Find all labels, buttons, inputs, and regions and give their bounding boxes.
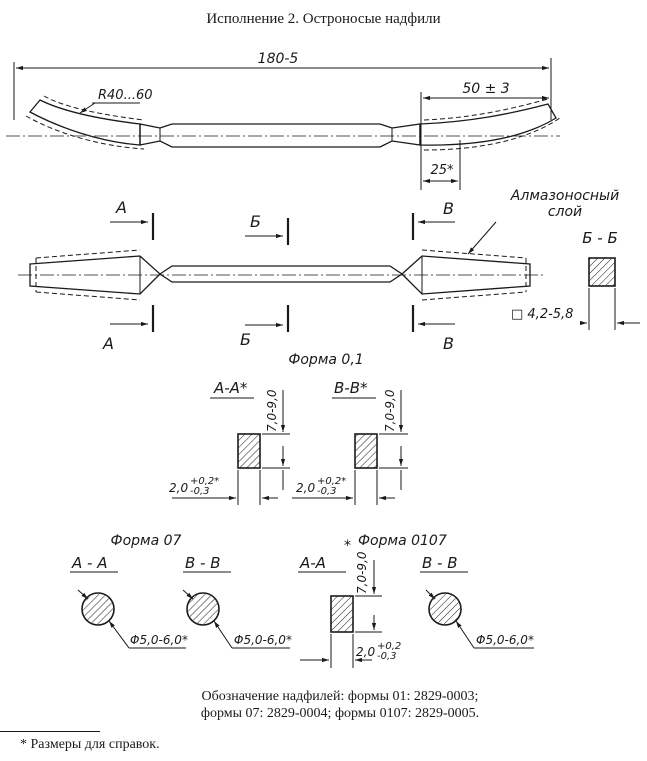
right-curved-tip	[419, 103, 557, 146]
form07-vv-title: В - В	[185, 554, 221, 572]
section-bb-title: Б - Б	[582, 229, 618, 247]
form0107-aa-tol-minus: -0,3	[377, 651, 397, 662]
diamond-layer-label-2: слой	[548, 204, 582, 220]
form07-section-vv	[182, 571, 290, 649]
section-mark-v-top: В	[443, 199, 454, 218]
form01-aa-width: 2,0	[169, 481, 188, 495]
form01-vv-tol-plus: +0,2*	[317, 476, 346, 487]
square-size-label: □ 4,2-5,8	[511, 307, 573, 322]
caption-line-2: формы 07: 2829-0004; формы 0107: 2829-00…	[200, 706, 480, 721]
form0107-aa-tol-plus: +0,2	[377, 641, 401, 652]
shank	[139, 123, 421, 148]
form0107-aa-width: 2,0	[356, 645, 375, 659]
caption-line-1: Обозначение надфилей: формы 01: 2829-000…	[201, 689, 479, 704]
form01-section-aa	[172, 390, 290, 505]
form01-aa-tol-plus: +0,2*	[190, 476, 219, 487]
front-shank	[158, 265, 404, 283]
front-view	[18, 213, 545, 332]
form01-vv-tol-minus: -0,3	[317, 486, 337, 497]
left-curved-tip	[28, 99, 141, 146]
tip-offset-label: 25*	[430, 163, 454, 178]
section-mark-v-bottom: В	[443, 334, 454, 353]
form01-aa-height: 7,0-9,0	[265, 389, 279, 432]
form0107-aa-title: А-А	[299, 554, 326, 572]
form01-aa-tol-minus: -0,3	[190, 486, 210, 497]
form07-title: Форма 07	[111, 533, 182, 549]
radius-label: R40...60	[98, 88, 153, 103]
tip-length-label: 50 ± 3	[462, 81, 509, 97]
form0107-section-vv	[420, 571, 534, 649]
form07-section-aa	[70, 571, 186, 649]
form01-section-vv	[292, 390, 408, 505]
form0107-title: Форма 0107	[358, 533, 447, 549]
form0107-star: *	[344, 538, 351, 554]
section-mark-a-top: А	[115, 198, 127, 217]
footnote-rule	[0, 731, 100, 732]
footnote: * Размеры для справок.	[20, 737, 160, 752]
form07-aa-title: А - А	[71, 554, 107, 572]
form01-vv-height: 7,0-9,0	[383, 389, 397, 432]
form01-aa-title: А-А*	[213, 379, 248, 397]
top-view	[6, 58, 561, 190]
left-straight-tip	[29, 255, 161, 295]
form0107-vv-diameter: Φ5,0-6,0*	[476, 633, 534, 647]
designation-caption: Обозначение надфилей: формы 01: 2829-000…	[60, 688, 620, 722]
form07-vv-diameter: Φ5,0-6,0*	[234, 633, 292, 647]
section-mark-b-bottom: Б	[240, 330, 251, 349]
overall-length-label: 180-5	[258, 51, 299, 67]
section-mark-b-top: Б	[250, 212, 261, 231]
form01-title: Форма 0,1	[288, 352, 363, 368]
form0107-section-aa	[298, 560, 382, 668]
page-title: Исполнение 2. Остроносые надфили	[206, 11, 441, 27]
form0107-aa-height: 7,0-9,0	[355, 551, 369, 594]
form01-vv-width: 2,0	[296, 481, 315, 495]
form07-aa-diameter: Φ5,0-6,0*	[130, 633, 188, 647]
form01-vv-title: В-В*	[334, 379, 368, 397]
form0107-vv-title: В - В	[422, 554, 458, 572]
section-bb	[580, 257, 640, 330]
diamond-layer-label-1: Алмазоносный	[510, 188, 619, 204]
section-mark-a-bottom: А	[102, 334, 114, 353]
